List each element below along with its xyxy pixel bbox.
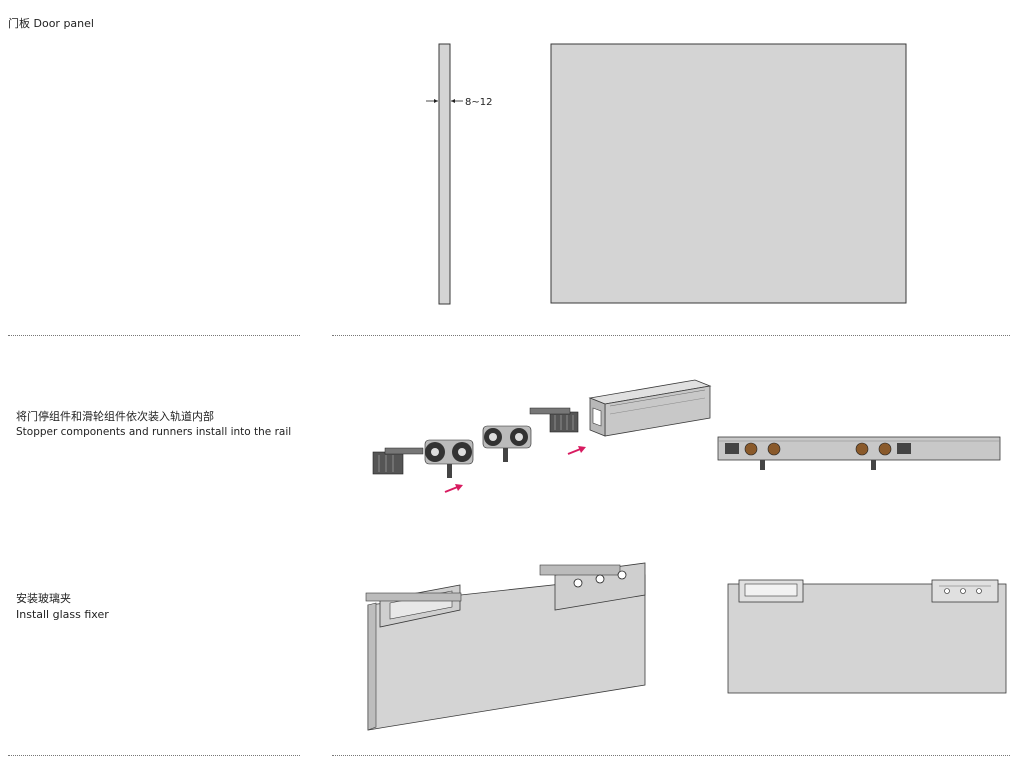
door-panel-side-view: 8~12 <box>426 43 492 305</box>
insert-arrow-icon <box>444 484 463 493</box>
rail-exploded-illustration <box>372 379 712 493</box>
runner-right-icon <box>482 425 532 462</box>
rail-install-label-en: Stopper components and runners install i… <box>16 426 292 438</box>
glass-fixer-front-illustration <box>727 579 1007 694</box>
glass-fixer-label-en: Install glass fixer <box>16 608 109 621</box>
stopper-left-icon <box>372 447 424 475</box>
stopper-right-icon <box>529 407 579 433</box>
divider-left-2 <box>8 755 300 756</box>
divider-right-1 <box>332 335 1010 336</box>
insert-arrow-icon <box>567 446 586 455</box>
divider-right-2 <box>332 755 1010 756</box>
panel-thickness-label: 8~12 <box>465 97 492 108</box>
door-panel-title: 门板 Door panel <box>8 17 94 30</box>
door-panel-front-view <box>550 43 907 304</box>
runner-left-icon <box>424 439 474 478</box>
glass-fixer-3d-illustration <box>365 562 646 731</box>
divider-left-1 <box>8 335 300 336</box>
glass-fixer-label-cn: 安装玻璃夹 <box>16 592 71 605</box>
rail-assembled-illustration <box>717 436 1001 470</box>
rail-install-label-cn: 将门停组件和滑轮组件依次装入轨道内部 <box>16 410 214 423</box>
